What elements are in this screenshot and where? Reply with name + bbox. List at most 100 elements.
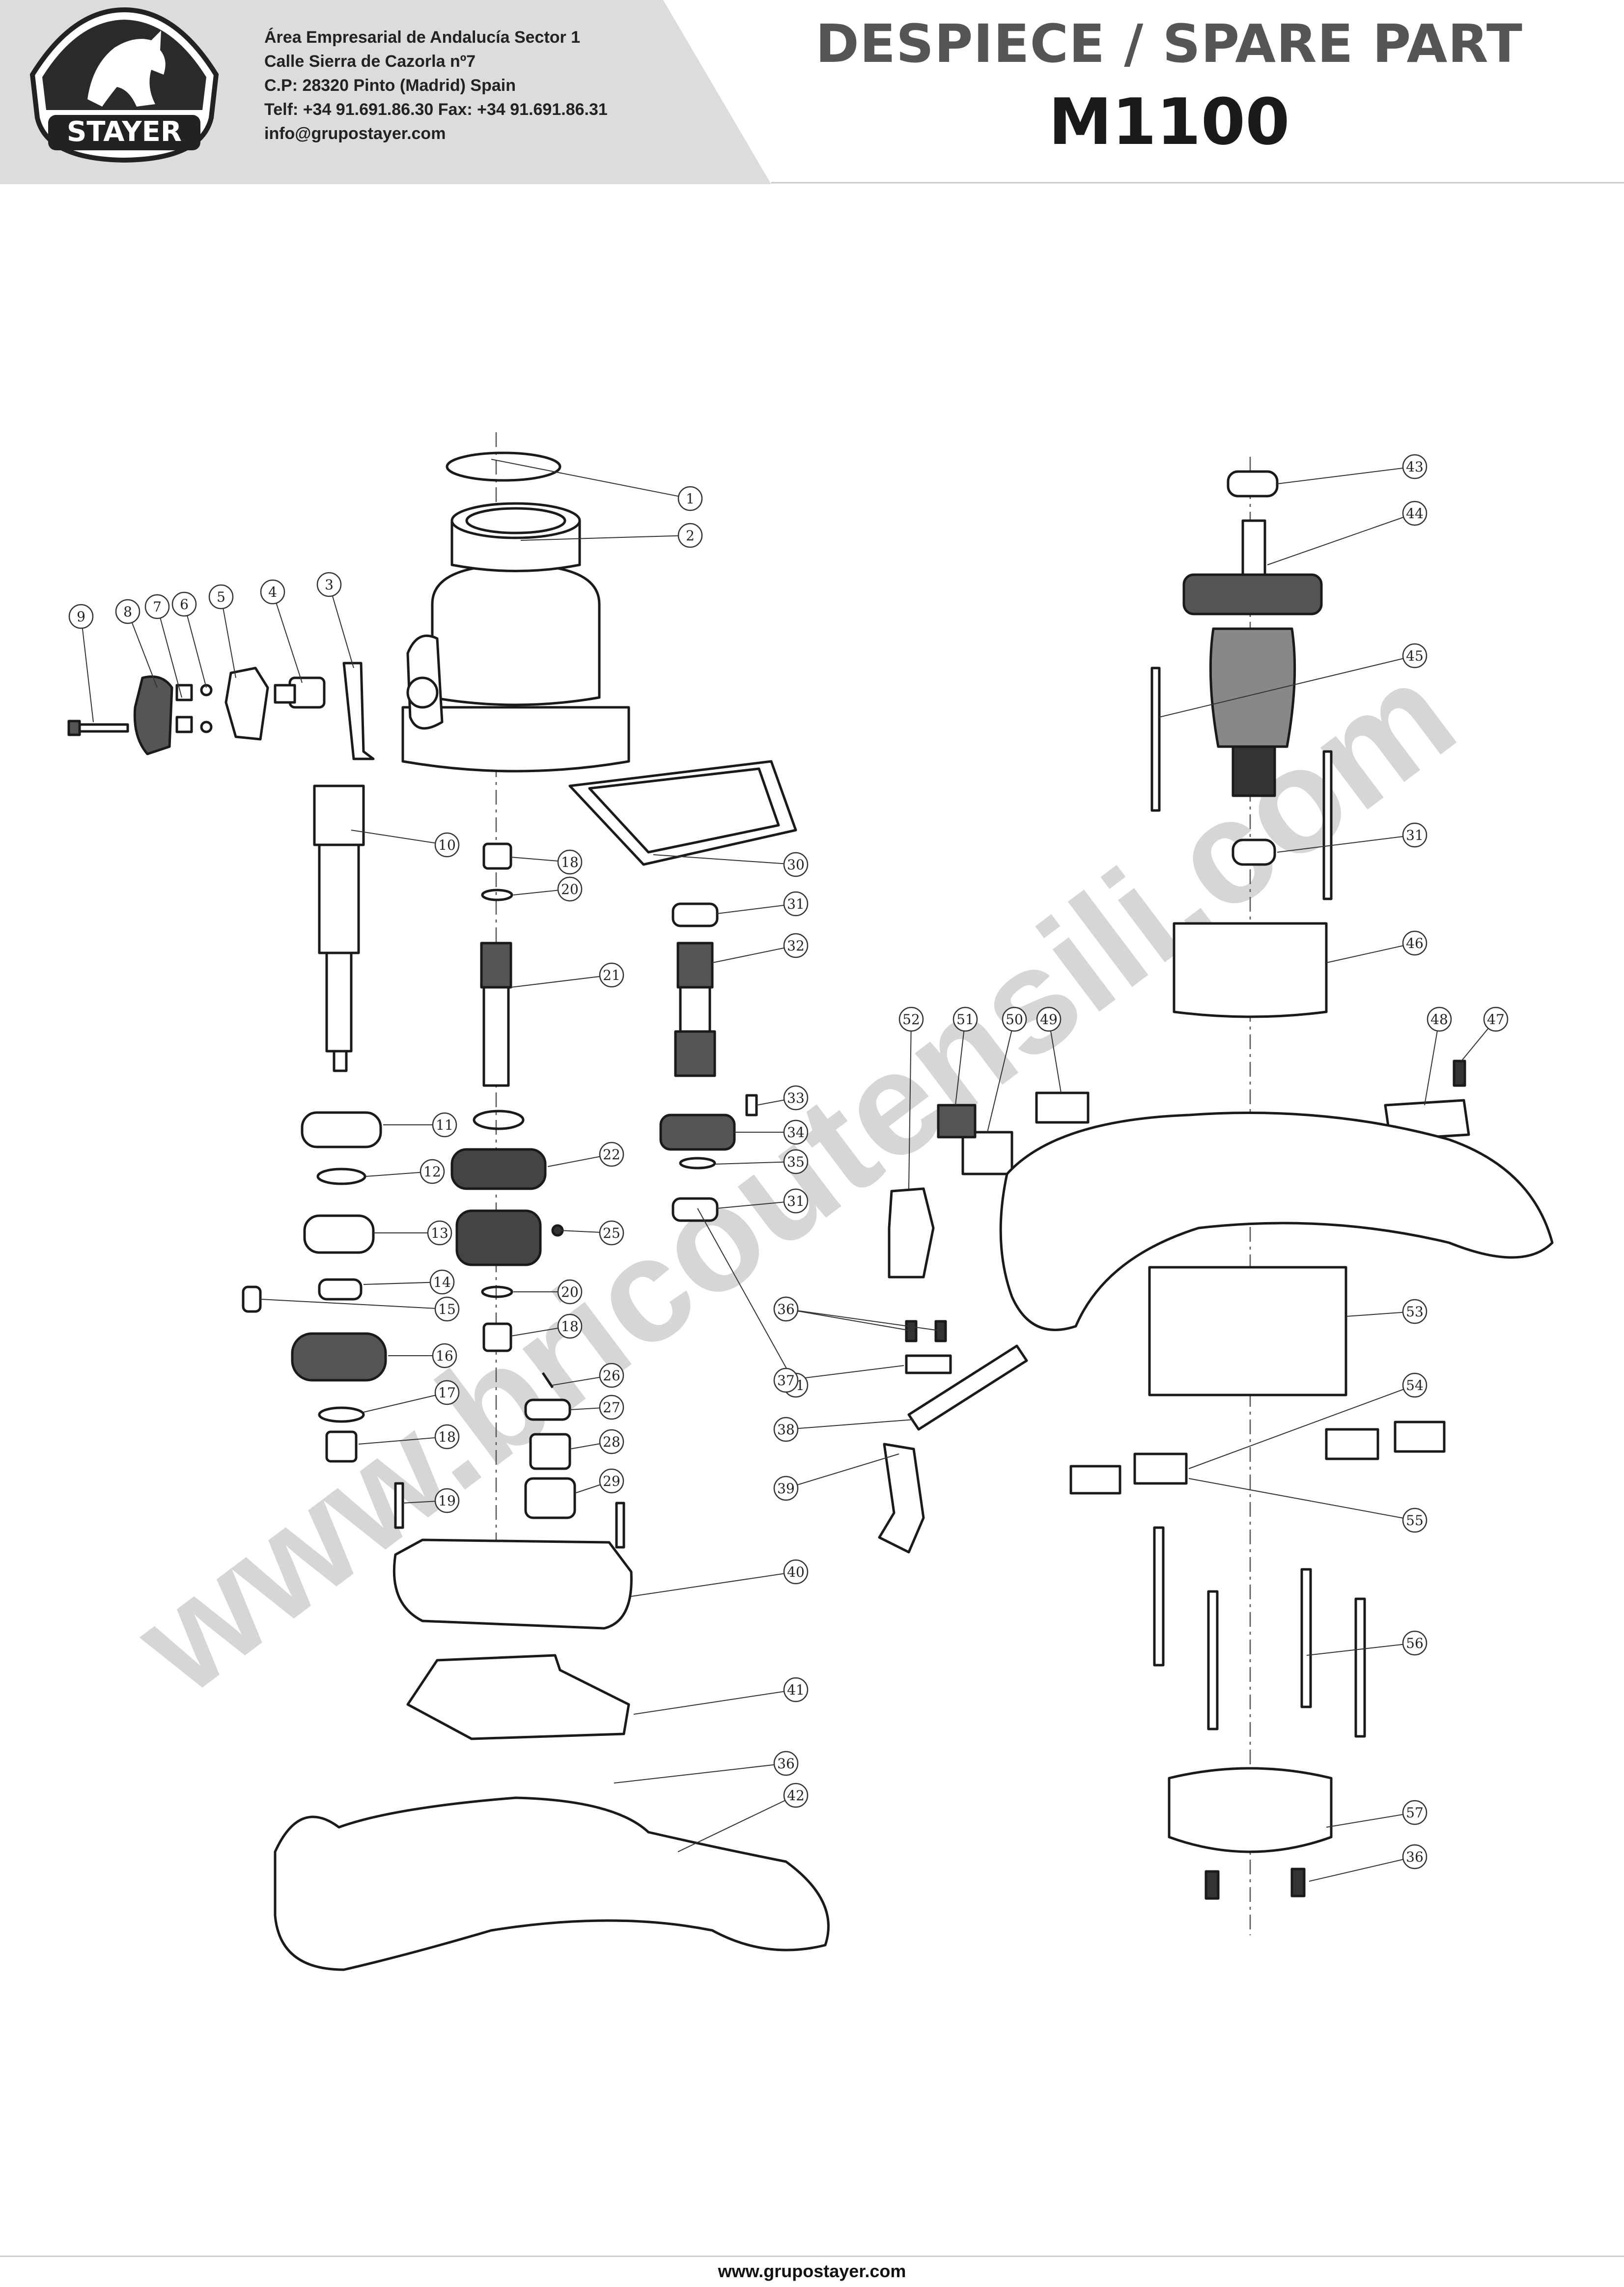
callout-40: 40	[783, 1559, 809, 1585]
svg-text:6: 6	[180, 596, 189, 613]
leader-line	[81, 616, 94, 723]
callout-12: 12	[420, 1159, 445, 1184]
leader-line	[631, 1571, 796, 1597]
svg-text:11: 11	[436, 1117, 453, 1133]
leader-line	[785, 1309, 914, 1332]
part-11-bearing	[301, 1111, 382, 1148]
callout-37: 37	[773, 1367, 799, 1393]
callout-32: 32	[783, 933, 809, 958]
part-14-ring	[318, 1278, 363, 1301]
stayer-logo	[29, 7, 219, 163]
leader-line	[1424, 1019, 1440, 1106]
part-22-gears	[450, 1148, 547, 1190]
svg-text:18: 18	[438, 1429, 456, 1445]
callout-41: 41	[783, 1677, 809, 1702]
callout-18: 18	[557, 1313, 583, 1339]
part-49-terminal	[1035, 1091, 1090, 1124]
svg-text:18: 18	[561, 1318, 579, 1335]
part-29-bushing	[524, 1477, 576, 1519]
callout-46: 46	[1402, 930, 1428, 956]
company-line: Área Empresarial de Andalucía Sector 1	[264, 28, 581, 47]
svg-text:56: 56	[1406, 1635, 1424, 1651]
part-40-gear-plate	[392, 1538, 633, 1630]
part-32-shaft	[674, 942, 716, 1077]
part-16-gear	[291, 1332, 387, 1382]
svg-text:10: 10	[438, 837, 456, 853]
leader-line	[1188, 1478, 1415, 1521]
part-53-motor-housing	[999, 1112, 1554, 1331]
part-44-armature	[1182, 519, 1323, 797]
callout-labels: 1234567891011121314151617181818192020212…	[68, 454, 1509, 1869]
svg-text:28: 28	[603, 1434, 620, 1450]
leader-line	[1048, 1019, 1062, 1093]
part-52-switch	[888, 1187, 935, 1279]
leader-line	[653, 854, 796, 865]
part-21-shaft	[480, 942, 512, 1087]
callout-20: 20	[557, 876, 583, 902]
callout-56: 56	[1402, 1630, 1428, 1656]
svg-text:12: 12	[423, 1164, 441, 1180]
callout-9: 9	[68, 604, 94, 629]
svg-text:16: 16	[436, 1348, 453, 1364]
part-28-clutch	[529, 1433, 571, 1470]
header: STAYER Área Empresarial de Andalucía Sec…	[0, 0, 1624, 184]
part-43-bearing	[1227, 470, 1279, 498]
svg-text:13: 13	[431, 1225, 448, 1241]
leader-line	[491, 459, 691, 499]
callout-11: 11	[432, 1112, 457, 1138]
callout-45: 45	[1402, 643, 1428, 669]
callout-34: 34	[783, 1119, 809, 1145]
callout-27: 27	[599, 1395, 624, 1420]
leader-line	[363, 1392, 448, 1413]
svg-text:29: 29	[603, 1473, 620, 1489]
svg-text:52: 52	[902, 1011, 920, 1028]
callout-6: 6	[171, 591, 197, 617]
callout-17: 17	[434, 1380, 460, 1405]
svg-text:48: 48	[1430, 1011, 1448, 1028]
svg-text:36: 36	[777, 1756, 795, 1772]
svg-text:20: 20	[561, 881, 579, 897]
leader-line	[510, 975, 612, 988]
callout-43: 43	[1402, 454, 1428, 479]
svg-text:32: 32	[787, 938, 805, 954]
logo-wordmark: STAYER	[66, 116, 182, 148]
part-51-spring	[937, 1104, 977, 1139]
svg-text:18: 18	[561, 854, 579, 870]
svg-text:9: 9	[77, 609, 85, 625]
callout-52: 52	[898, 1006, 924, 1032]
callout-22: 22	[599, 1142, 624, 1167]
svg-text:36: 36	[1406, 1849, 1424, 1865]
part-7-springs	[175, 684, 193, 733]
callout-7: 7	[144, 594, 170, 619]
svg-text:22: 22	[603, 1146, 620, 1163]
leader-line	[127, 611, 158, 688]
leader-line	[1309, 1856, 1415, 1882]
svg-text:54: 54	[1406, 1377, 1424, 1394]
svg-text:40: 40	[787, 1564, 805, 1580]
svg-text:35: 35	[787, 1154, 805, 1170]
callout-5: 5	[208, 584, 234, 610]
callout-31: 31	[1402, 822, 1428, 848]
leader-line	[1306, 1643, 1415, 1656]
svg-text:8: 8	[123, 604, 132, 620]
page-title: DESPIECE / SPARE PART	[815, 14, 1523, 75]
svg-text:31: 31	[1406, 827, 1424, 843]
callout-13: 13	[427, 1220, 452, 1246]
callout-51: 51	[952, 1006, 978, 1032]
svg-text:42: 42	[787, 1787, 805, 1804]
callout-57: 57	[1402, 1800, 1428, 1825]
callout-4: 4	[260, 579, 285, 605]
leader-line	[712, 945, 796, 963]
callout-42: 42	[783, 1783, 809, 1808]
part-5-flange	[224, 667, 269, 741]
callout-48: 48	[1427, 1006, 1452, 1032]
part-6-washer	[200, 684, 213, 697]
callout-44: 44	[1402, 501, 1428, 526]
leader-line	[908, 1019, 912, 1189]
part-12-circlip	[316, 1168, 366, 1185]
leader-line	[987, 1019, 1015, 1133]
callout-54: 54	[1402, 1372, 1428, 1398]
parts	[67, 451, 1554, 1971]
svg-text:33: 33	[787, 1090, 805, 1106]
